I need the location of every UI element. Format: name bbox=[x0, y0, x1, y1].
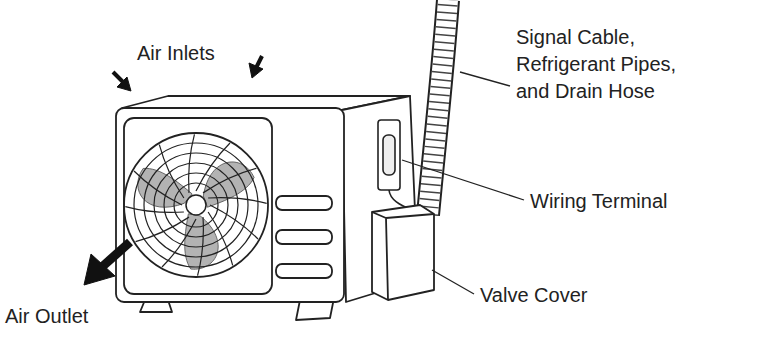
louvre-slot bbox=[276, 230, 332, 244]
part-label: Wiring Terminal bbox=[530, 188, 667, 214]
airflow-label: Air Inlets bbox=[137, 40, 215, 66]
valve-cover bbox=[372, 205, 434, 300]
grill-frame bbox=[124, 118, 272, 294]
airflow-label: Air Outlet bbox=[5, 303, 88, 329]
part-label: Signal Cable, Refrigerant Pipes, and Dra… bbox=[516, 24, 704, 105]
wiring-terminal bbox=[378, 120, 412, 210]
unit-front bbox=[116, 108, 344, 302]
airflow-arrow bbox=[84, 56, 263, 285]
louvre-slot bbox=[276, 196, 332, 210]
leader-line bbox=[402, 72, 524, 294]
fan-grill bbox=[124, 133, 268, 277]
pipe-bundle bbox=[428, 0, 448, 215]
part-label: Valve Cover bbox=[480, 282, 587, 308]
louvre-slot bbox=[276, 264, 332, 278]
